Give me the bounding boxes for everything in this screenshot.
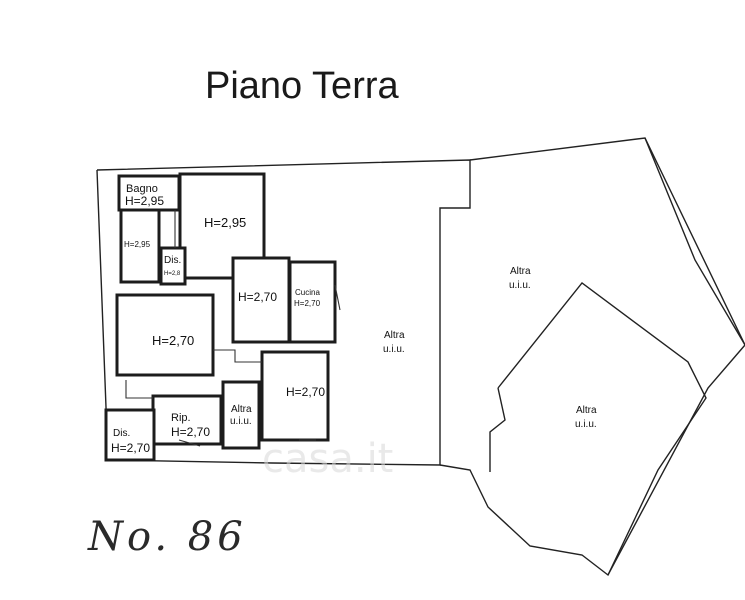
room-dis-top: Dis. H=2,8 [164,255,181,277]
altra-mid-line2: u.i.u. [383,344,405,355]
room-rip: Rip. H=2,70 [171,412,210,439]
room-dis-bottom-name: Dis. [113,428,130,439]
room-rip-name: Rip. [171,412,191,424]
room-big-top-height: H=2,95 [204,215,246,230]
handwritten-note: No. 86 [87,514,247,560]
altra-far-line2: u.i.u. [575,419,597,430]
altra-right-line2: u.i.u. [509,280,531,291]
watermark: casa.it [262,436,393,482]
altra-uiu-right: Altra u.i.u. [509,266,531,291]
room-living-left-height: H=2,70 [152,333,194,348]
altra-small-line2: u.i.u. [230,416,252,427]
room-dis-bottom: Dis. H=2,70 [111,428,150,455]
altra-uiu-mid: Altra u.i.u. [383,330,405,355]
room-dis-bottom-height: H=2,70 [111,441,150,455]
room-cucina: Cucina H=2,70 [294,288,321,308]
apartment-walls [104,172,341,462]
room-center-height: H=2,70 [238,290,277,304]
altra-small-line1: Altra [231,404,252,415]
altra-right-line1: Altra [510,266,531,277]
room-bagno-height: H=2,95 [125,194,164,208]
room-cucina-name: Cucina [295,288,320,297]
plan-title: Piano Terra [205,65,400,107]
room-dis-top-name: Dis. [164,255,181,266]
altra-mid-line1: Altra [384,330,405,341]
room-cucina-height: H=2,70 [294,299,321,308]
altra-uiu-far: Altra u.i.u. [575,405,597,430]
room-rip-height: H=2,70 [171,425,210,439]
room-bagno: Bagno H=2,95 [125,183,164,208]
altra-uiu-small: Altra u.i.u. [230,404,252,427]
room-bagno-name: Bagno [126,183,158,195]
room-right-height: H=2,70 [286,385,325,399]
room-dis-top-height: H=2,8 [164,271,181,277]
altra-far-line1: Altra [576,405,597,416]
room-small-left-height: H=2,95 [124,240,151,249]
